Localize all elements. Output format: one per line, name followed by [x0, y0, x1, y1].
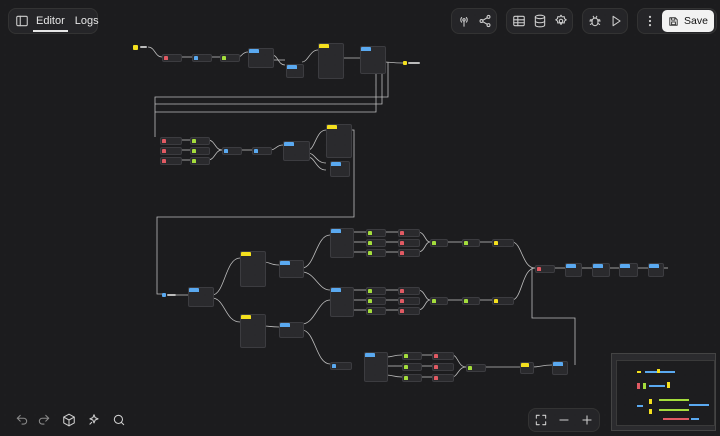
data-group [506, 8, 573, 34]
workflow-node[interactable] [222, 147, 242, 155]
workflow-node[interactable] [248, 48, 274, 68]
workflow-node[interactable] [192, 54, 212, 62]
zoom-controls [528, 408, 600, 432]
workflow-node[interactable] [190, 137, 210, 145]
fit-view-icon[interactable] [531, 409, 552, 431]
tab-editor[interactable]: Editor [33, 10, 68, 32]
workflow-node[interactable] [648, 263, 664, 277]
editor-tabs-bar: Editor Logs [8, 8, 99, 34]
undo-icon[interactable] [11, 409, 33, 431]
workflow-node[interactable] [535, 265, 555, 273]
workflow-node[interactable] [398, 297, 420, 305]
workflow-node[interactable] [398, 249, 420, 257]
magic-icon[interactable] [83, 409, 105, 431]
workflow-node[interactable] [430, 297, 448, 305]
workflow-node[interactable] [466, 364, 486, 372]
workflow-node[interactable] [286, 64, 304, 78]
workflow-node[interactable] [326, 124, 352, 158]
settings-icon[interactable] [550, 10, 571, 32]
workflow-node[interactable] [430, 239, 448, 247]
share-icon[interactable] [474, 10, 495, 32]
node-label [408, 62, 420, 64]
workflow-node[interactable] [366, 287, 386, 295]
sidebar-toggle-icon[interactable] [15, 10, 29, 32]
workflow-node[interactable] [462, 239, 480, 247]
run-group [582, 8, 628, 34]
share-group [451, 8, 497, 34]
workflow-node[interactable] [432, 352, 454, 360]
workflow-node[interactable] [283, 141, 310, 161]
workflow-node[interactable] [432, 363, 454, 371]
workflow-node[interactable] [552, 361, 568, 375]
workflow-node[interactable] [330, 228, 354, 258]
workflow-node[interactable] [240, 314, 266, 348]
workflow-node[interactable] [160, 147, 182, 155]
node-input-icon[interactable] [162, 293, 166, 297]
workflow-node[interactable] [330, 161, 350, 177]
more-icon[interactable] [639, 10, 661, 32]
workflow-node[interactable] [402, 363, 422, 371]
workflow-node[interactable] [619, 263, 638, 277]
save-label: Save [684, 15, 708, 27]
workflow-node[interactable] [162, 54, 182, 62]
workflow-node[interactable] [565, 263, 582, 277]
bug-icon[interactable] [584, 10, 605, 32]
redo-icon[interactable] [33, 409, 55, 431]
tab-logs[interactable]: Logs [74, 15, 99, 27]
workflow-node[interactable] [240, 251, 266, 287]
workflow-node[interactable] [492, 239, 514, 247]
save-button[interactable]: Save [662, 10, 714, 32]
table-icon[interactable] [508, 10, 529, 32]
workflow-node[interactable] [366, 229, 386, 237]
workflow-node[interactable] [188, 287, 214, 307]
workflow-node[interactable] [279, 322, 304, 338]
workflow-node[interactable] [190, 157, 210, 165]
workflow-node[interactable] [366, 239, 386, 247]
save-icon [669, 16, 678, 26]
workflow-node[interactable] [190, 147, 210, 155]
workflow-node[interactable] [220, 54, 240, 62]
node-label [167, 294, 176, 296]
workflow-node[interactable] [402, 374, 422, 382]
workflow-node[interactable] [432, 374, 454, 382]
zoom-in-icon[interactable] [576, 409, 597, 431]
minimap-viewport[interactable] [616, 360, 715, 426]
node-output-icon[interactable] [403, 61, 407, 65]
broadcast-icon[interactable] [453, 10, 474, 32]
workflow-node[interactable] [279, 260, 304, 278]
zoom-out-icon[interactable] [554, 409, 575, 431]
workflow-node[interactable] [360, 46, 386, 74]
workflow-node[interactable] [398, 307, 420, 315]
workflow-node[interactable] [160, 137, 182, 145]
workflow-node[interactable] [402, 352, 422, 360]
workflow-node[interactable] [160, 157, 182, 165]
play-icon[interactable] [605, 10, 626, 32]
workflow-node[interactable] [462, 297, 480, 305]
workflow-node[interactable] [330, 287, 354, 317]
workflow-node[interactable] [366, 297, 386, 305]
workflow-node[interactable] [398, 239, 420, 247]
node-trigger-icon[interactable] [133, 45, 138, 50]
workflow-node[interactable] [330, 362, 352, 370]
workflow-node[interactable] [366, 249, 386, 257]
workflow-node[interactable] [520, 362, 534, 374]
minimap[interactable] [611, 353, 716, 431]
workflow-node[interactable] [592, 263, 610, 277]
node-label [140, 46, 147, 48]
cube-icon[interactable] [58, 409, 80, 431]
workflow-node[interactable] [366, 307, 386, 315]
workflow-node[interactable] [252, 147, 272, 155]
database-icon[interactable] [529, 10, 550, 32]
workflow-node[interactable] [398, 287, 420, 295]
search-icon[interactable] [108, 409, 130, 431]
workflow-node[interactable] [318, 43, 344, 79]
workflow-node[interactable] [398, 229, 420, 237]
workflow-node[interactable] [364, 352, 388, 382]
workflow-node[interactable] [492, 297, 514, 305]
